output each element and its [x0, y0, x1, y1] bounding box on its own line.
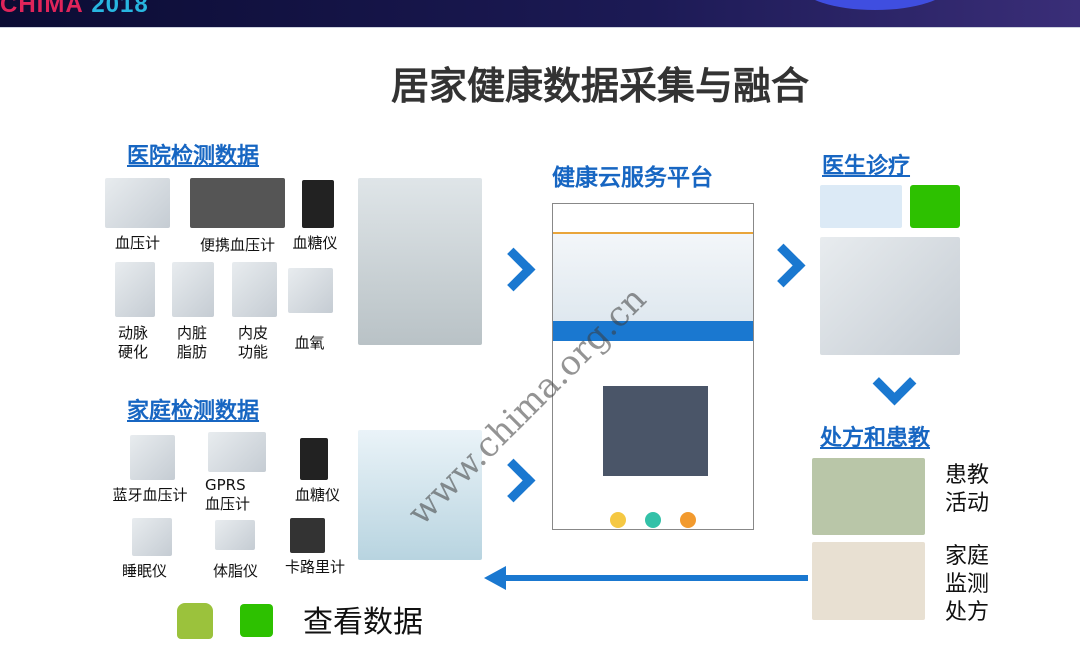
android-icon	[177, 603, 213, 639]
doctor-heading: 医生诊疗	[822, 154, 911, 179]
hospital-data-heading: 医院检测数据	[127, 144, 260, 169]
home-monitoring-photo	[812, 542, 925, 620]
platform-heading: 健康云服务平台	[552, 165, 713, 191]
device-label: 血压计	[114, 234, 160, 252]
arrow-right-icon	[761, 243, 806, 288]
device-label: GPRS 血压计	[205, 476, 251, 513]
device-image	[130, 435, 175, 480]
device-label: 便携血压计	[199, 236, 275, 254]
glucometer-image	[302, 180, 334, 228]
device-label: 卡路里计	[284, 558, 345, 576]
device-image	[115, 262, 155, 317]
device-label: 内皮 功能	[237, 324, 268, 361]
device-image	[232, 262, 277, 317]
device-label: 血氧	[294, 334, 325, 352]
arrow-right-icon	[491, 458, 536, 503]
doctor-photo	[820, 237, 960, 355]
slide-title: 居家健康数据采集与融合	[390, 64, 809, 108]
conference-banner: CHIMA 2018	[0, 0, 1080, 28]
device-image	[215, 520, 255, 550]
bp-monitor-image	[105, 178, 170, 228]
device-image	[208, 432, 266, 472]
arrow-left-icon	[484, 566, 506, 590]
banner-decoration	[800, 0, 950, 10]
device-image	[300, 438, 328, 480]
device-image	[290, 518, 325, 553]
home-monitoring-label: 家庭 监测 处方	[945, 544, 990, 625]
hospital-room-photo	[358, 178, 482, 345]
device-image	[172, 262, 214, 317]
arrow-down-icon	[872, 361, 917, 406]
device-image	[132, 518, 172, 556]
doctor-app-screenshot	[820, 185, 902, 228]
device-label: 体脂仪	[212, 562, 258, 580]
device-label: 睡眠仪	[121, 562, 167, 580]
device-label: 血糖仪	[294, 486, 340, 504]
home-data-heading: 家庭检测数据	[127, 399, 260, 424]
platform-screenshot	[552, 203, 754, 530]
prescription-heading: 处方和患教	[820, 426, 931, 451]
home-exercise-photo	[358, 430, 482, 560]
wechat-icon	[240, 604, 273, 637]
arrow-right-icon	[491, 247, 536, 292]
wechat-icon	[910, 185, 960, 228]
view-data-label: 查看数据	[303, 605, 423, 640]
portable-bp-image	[190, 178, 285, 228]
device-label: 内脏 脂肪	[176, 324, 207, 361]
education-label: 患教 活动	[945, 463, 990, 516]
device-image	[288, 268, 333, 313]
device-label: 蓝牙血压计	[112, 486, 188, 504]
education-photo	[812, 458, 925, 535]
device-label: 血糖仪	[292, 234, 338, 252]
return-arrow	[500, 575, 808, 581]
conference-logo: CHIMA 2018	[0, 0, 149, 18]
device-label: 动脉 硬化	[117, 324, 148, 361]
